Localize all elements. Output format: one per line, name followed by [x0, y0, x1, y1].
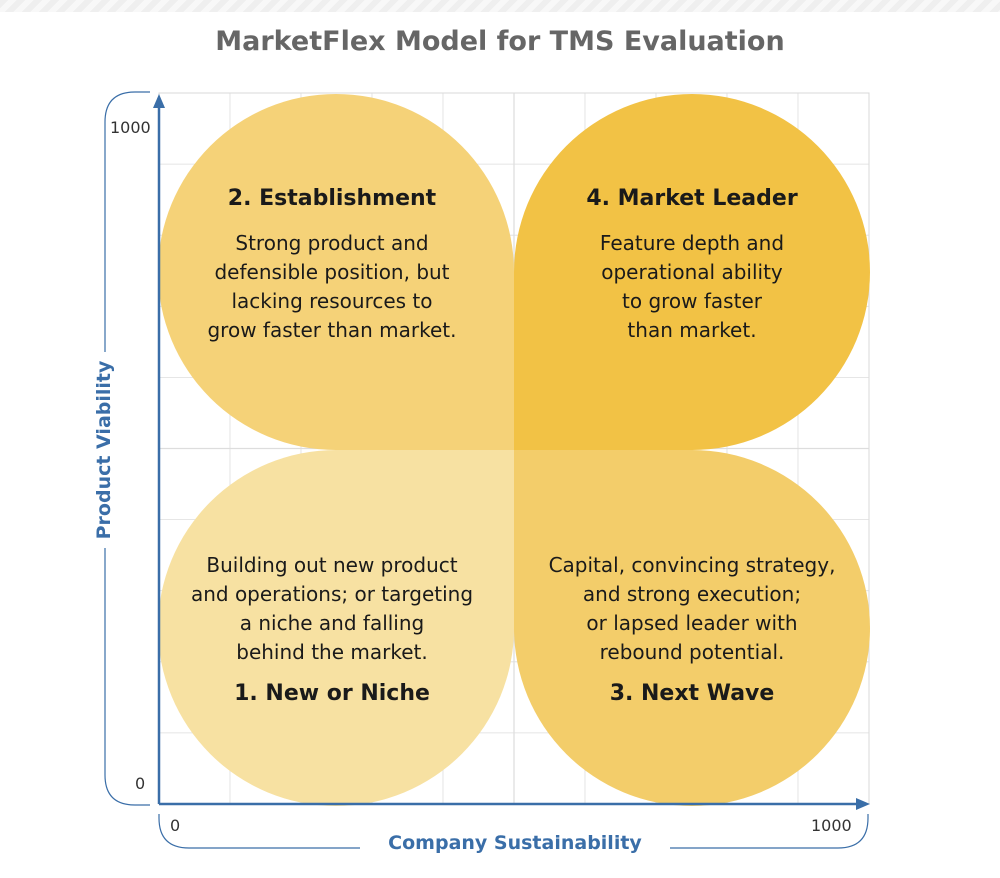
- quadrant-1-description: Building out new product and operations;…: [165, 551, 499, 667]
- diagram-title: MarketFlex Model for TMS Evaluation: [215, 26, 785, 57]
- quadrant-2-line: Strong product and: [235, 231, 429, 255]
- quadrant-1-line: behind the market.: [236, 640, 428, 664]
- quadrant-3-description: Capital, convincing strategy, and strong…: [522, 551, 862, 667]
- quadrant-2-line: lacking resources to: [231, 289, 433, 313]
- x-axis-max-label: 1000: [811, 816, 852, 835]
- y-axis-title: Product Viability: [93, 352, 115, 548]
- quadrant-1-line: a niche and falling: [239, 611, 425, 635]
- quadrant-4-line: than market.: [627, 318, 757, 342]
- quadrant-3-line: rebound potential.: [599, 640, 785, 664]
- quadrant-3-shape: [514, 450, 870, 806]
- y-axis-max-label: 1000: [110, 118, 151, 137]
- quadrant-1-heading: 1. New or Niche: [234, 681, 430, 706]
- quadrant-1-line: Building out new product: [206, 553, 458, 577]
- quadrant-4-line: operational ability: [601, 260, 783, 284]
- quadrant-4-line: to grow faster: [622, 289, 762, 313]
- quadrant-3-line: Capital, convincing strategy,: [548, 553, 836, 577]
- quadrant-4-heading: 4. Market Leader: [586, 186, 798, 211]
- quadrant-2-line: grow faster than market.: [207, 318, 457, 342]
- x-axis-bracket: [158, 814, 869, 849]
- x-axis-arrow: [856, 798, 870, 810]
- quadrant-4-line: Feature depth and: [599, 231, 785, 255]
- quadrant-4-text: 4. Market Leader Feature depth and opera…: [532, 186, 852, 345]
- quadrant-2-description: Strong product and defensible position, …: [172, 229, 492, 345]
- quadrant-2-heading: 2. Establishment: [227, 186, 437, 211]
- quadrant-1-shape: [158, 450, 514, 806]
- quadrant-2-line: defensible position, but: [214, 260, 450, 284]
- quadrant-1-line: and operations; or targeting: [190, 582, 474, 606]
- quadrant-4-shape: [514, 94, 870, 450]
- y-axis-bracket-lower: [104, 548, 150, 806]
- quadrant-3-line: or lapsed leader with: [586, 611, 798, 635]
- y-axis-bracket: [104, 91, 150, 352]
- quadrant-4-description: Feature depth and operational ability to…: [532, 229, 852, 345]
- quadrant-3-line: and strong execution;: [582, 582, 802, 606]
- quadrant-3-heading: 3. Next Wave: [609, 681, 775, 706]
- quadrant-3-text: Capital, convincing strategy, and strong…: [522, 551, 862, 706]
- quadrant-2-text: 2. Establishment Strong product and defe…: [172, 186, 492, 345]
- y-axis-arrow: [153, 94, 165, 108]
- x-axis-title: Company Sustainability: [370, 832, 660, 854]
- quadrant-2-shape: [158, 94, 514, 450]
- top-band: [0, 0, 1000, 12]
- y-axis-min-label: 0: [135, 774, 146, 793]
- x-axis-min-label: 0: [170, 816, 181, 835]
- quadrant-1-text: Building out new product and operations;…: [165, 551, 499, 706]
